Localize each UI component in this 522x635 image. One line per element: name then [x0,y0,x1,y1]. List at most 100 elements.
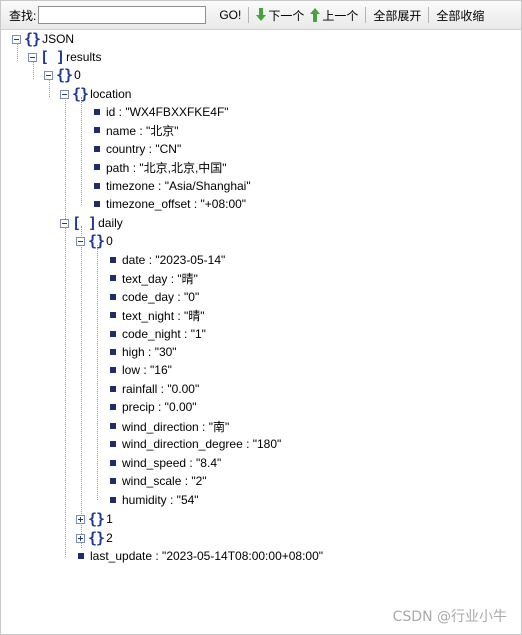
node-label: daily [98,216,123,230]
go-button[interactable]: GO! [219,8,242,22]
leaf-node-icon [78,553,84,559]
expand-toggle-icon[interactable] [76,533,85,543]
tree-node-daily-0[interactable]: {} 0 [76,232,113,250]
leaf-node-icon [94,183,100,189]
leaf-label: text_day : "晴" [122,271,198,286]
leaf-node-icon [110,349,116,355]
expand-all-button[interactable]: 全部展开 [373,8,422,23]
tree-leaf[interactable]: id : "WX4FBXXFKE4F" [94,103,229,121]
leaf-node-icon [94,201,100,207]
node-label: results [66,50,102,64]
tree-leaf[interactable]: high : "30" [110,343,177,361]
leaf-node-icon [110,331,116,337]
leaf-node-icon [110,312,116,318]
collapse-toggle-icon[interactable] [60,218,69,228]
tree-leaf[interactable]: timezone_offset : "+08:00" [94,195,246,213]
tree-node-results[interactable]: [ ] results [28,48,101,66]
tree-leaf-last-update[interactable]: last_update : "2023-05-14T08:00:00+08:00… [78,547,323,565]
tree-connector [65,97,66,557]
leaf-label: wind_direction : "南" [122,419,230,434]
collapse-toggle-icon[interactable] [76,236,85,246]
tree-node-daily-1[interactable]: {} 1 [76,510,113,528]
tree-leaf[interactable]: text_night : "晴" [110,306,205,324]
arrow-up-icon [310,8,321,22]
leaf-node-icon [110,257,116,263]
leaf-node-icon [110,441,116,447]
arrow-down-icon [256,8,267,22]
next-label: 下一个 [268,8,305,23]
collapse-toggle-icon[interactable] [60,89,69,99]
leaf-node-icon [94,146,100,152]
json-tree: {} JSON [ ] results {} 0 {} location id … [1,30,521,634]
collapse-toggle-icon[interactable] [28,52,37,62]
leaf-label: low : "16" [122,363,172,377]
toolbar-separator [428,7,430,23]
collapse-all-button[interactable]: 全部收缩 [436,8,485,23]
tree-leaf[interactable]: wind_speed : "8.4" [110,454,221,472]
leaf-node-icon [94,127,100,133]
tree-leaf[interactable]: humidity : "54" [110,491,199,509]
tree-leaf[interactable]: code_night : "1" [110,325,206,343]
tree-leaf[interactable]: wind_scale : "2" [110,472,207,490]
node-label: 1 [106,512,113,526]
search-input[interactable] [38,6,207,24]
node-label: JSON [42,32,75,46]
tree-leaf[interactable]: text_day : "晴" [110,269,198,287]
prev-button[interactable]: 上一个 [307,5,361,26]
leaf-label: code_night : "1" [122,327,206,341]
tree-node-result-0[interactable]: {} 0 [44,66,81,84]
leaf-label: code_day : "0" [122,290,200,304]
expand-toggle-icon[interactable] [76,514,85,524]
toolbar: 查找: GO! 下一个 上一个 全部展开 全部收缩 [1,1,521,30]
tree-leaf[interactable]: precip : "0.00" [110,398,197,416]
tree-connector [17,43,18,61]
tree-leaf[interactable]: timezone : "Asia/Shanghai" [94,177,251,195]
next-button[interactable]: 下一个 [253,5,307,26]
leaf-label: timezone_offset : "+08:00" [106,197,247,211]
node-label: 0 [106,234,113,248]
toolbar-separator [365,7,367,23]
tree-leaf[interactable]: path : "北京,北京,中国" [94,158,227,176]
tree-leaf[interactable]: wind_direction : "南" [110,417,229,435]
leaf-label: humidity : "54" [122,493,199,507]
leaf-label: id : "WX4FBXXFKE4F" [106,105,229,119]
tree-leaf[interactable]: wind_direction_degree : "180" [110,435,281,453]
tree-leaf[interactable]: name : "北京" [94,121,179,139]
tree-leaf[interactable]: country : "CN" [94,140,181,158]
leaf-label: timezone : "Asia/Shanghai" [106,179,251,193]
leaf-node-icon [110,423,116,429]
leaf-label: wind_direction_degree : "180" [122,437,282,451]
leaf-node-icon [110,294,116,300]
array-icon: [ ] [40,48,65,66]
tree-leaf[interactable]: date : "2023-05-14" [110,251,225,269]
leaf-label: date : "2023-05-14" [122,253,226,267]
leaf-label: text_night : "晴" [122,308,205,323]
leaf-label: last_update : "2023-05-14T08:00:00+08:00… [90,549,324,563]
array-icon: [ ] [72,214,97,232]
tree-leaf[interactable]: rainfall : "0.00" [110,380,199,398]
leaf-label: path : "北京,北京,中国" [106,160,227,175]
leaf-label: name : "北京" [106,123,179,138]
search-label: 查找: [9,8,37,23]
leaf-node-icon [110,275,116,281]
leaf-label: high : "30" [122,345,177,359]
leaf-label: wind_scale : "2" [122,474,207,488]
object-icon: {} [88,529,105,547]
watermark: CSDN @行业小牛 [392,609,507,625]
collapse-toggle-icon[interactable] [44,70,53,80]
object-icon: {} [24,30,41,48]
tree-node-root[interactable]: {} JSON [12,30,74,48]
collapse-toggle-icon[interactable] [12,34,21,44]
tree-node-daily[interactable]: [ ] daily [60,214,123,232]
tree-leaf[interactable]: low : "16" [110,361,172,379]
tree-node-location[interactable]: {} location [60,85,131,103]
tree-connector [97,245,98,500]
tree-node-daily-2[interactable]: {} 2 [76,529,113,547]
tree-leaf[interactable]: code_day : "0" [110,288,199,306]
leaf-node-icon [94,109,100,115]
node-label: 0 [74,68,81,82]
prev-label: 上一个 [322,8,359,23]
leaf-node-icon [110,404,116,410]
object-icon: {} [88,232,105,250]
